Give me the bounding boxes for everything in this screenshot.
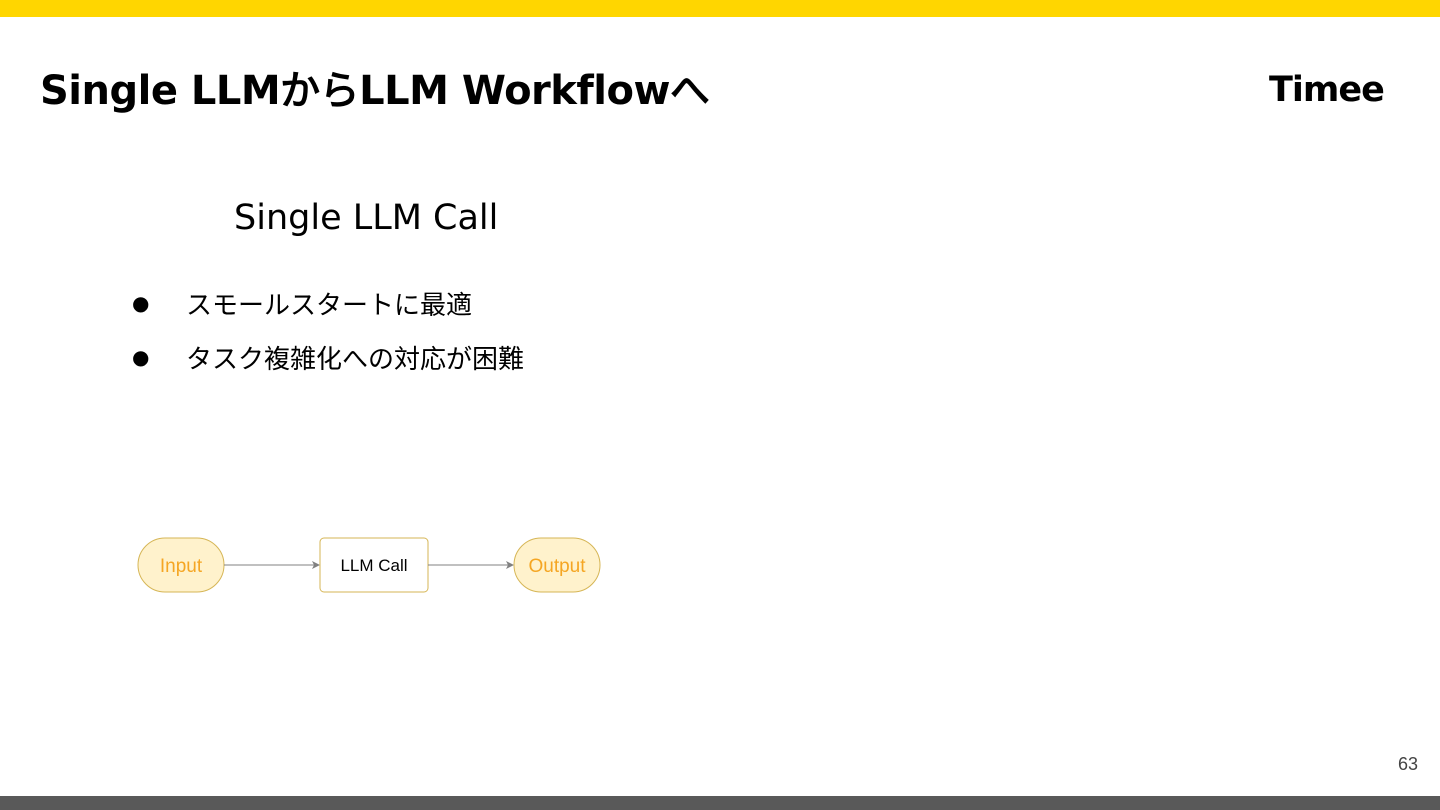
bullet-dot-icon: ● (132, 291, 150, 315)
bottom-footer-bar (0, 796, 1440, 810)
page-number: 63 (1397, 754, 1418, 774)
workflow-diagram: Input LLM Call Output (137, 537, 601, 593)
top-accent-bar (0, 0, 1440, 17)
bullet-list: ● スモールスタートに最適 ● タスク複雑化への対応が困難 (132, 276, 524, 384)
section-subtitle: Single LLM Call (234, 198, 499, 238)
slide-title: Single LLMからLLM Workflowへ (40, 68, 710, 114)
bullet-item: ● スモールスタートに最適 (132, 276, 524, 330)
bullet-text: タスク複雑化への対応が困難 (186, 344, 525, 375)
output-node (513, 537, 601, 593)
bullet-item: ● タスク複雑化への対応が困難 (132, 330, 524, 384)
llm-call-node-label: LLM Call (340, 556, 407, 575)
bullet-dot-icon: ● (132, 345, 150, 369)
input-node-label: Input (160, 556, 203, 577)
bullet-text: スモールスタートに最適 (186, 290, 473, 321)
timee-logo: Timee (1269, 70, 1385, 110)
output-node-label: Output (528, 556, 586, 577)
